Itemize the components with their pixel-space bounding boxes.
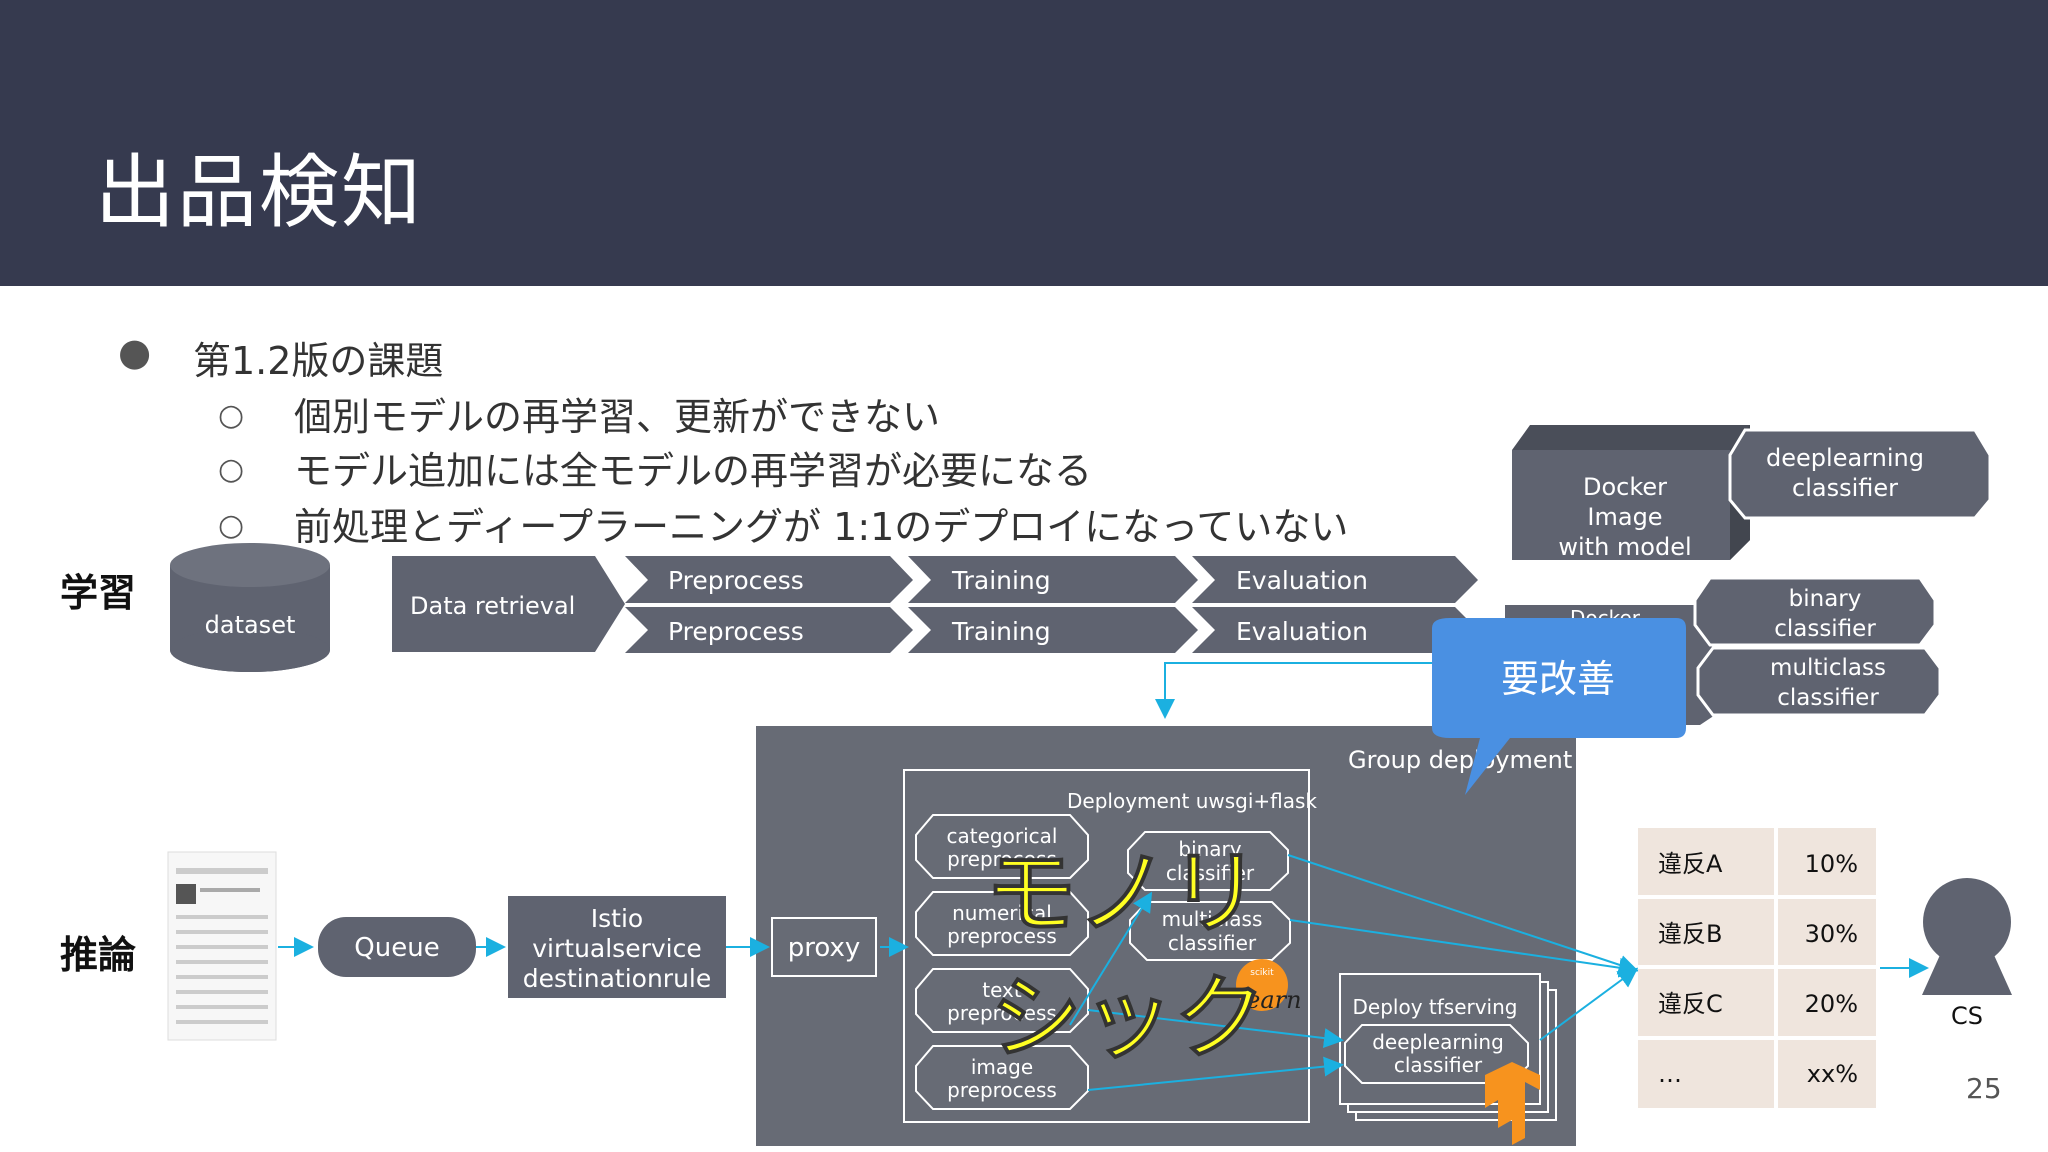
sub-bullet-mark: ○	[218, 398, 245, 433]
deploy-arrow	[1155, 662, 1470, 719]
clf-multiclass-2: classifier	[1168, 931, 1257, 955]
dataset-label: dataset	[205, 611, 296, 639]
svg-text:learn: learn	[1238, 986, 1301, 1014]
clf-multiclass-1: multiclass	[1162, 907, 1263, 931]
prep-numerical-1: numerical	[952, 901, 1052, 925]
callout-text: 要改善	[1501, 657, 1615, 701]
label-learning: 学習	[60, 571, 137, 615]
result-value-3: 20%	[1805, 990, 1858, 1018]
result-value-4: xx%	[1807, 1060, 1858, 1088]
clf-binary-1: binary	[1178, 837, 1241, 861]
step-training-2: Training	[951, 617, 1051, 646]
result-value-1: 10%	[1805, 850, 1858, 878]
sub-bullet-1: 個別モデルの再学習、更新ができない	[294, 395, 941, 439]
group-deployment-label: Group deployment	[1348, 746, 1572, 774]
sub-bullet-3: 前処理とディープラーニングが 1:1のデプロイになっていない	[294, 505, 1349, 549]
docker-image-top: Docker Image with model deeplearning cla…	[1512, 425, 1992, 561]
deployment-label: Deployment uwsgi+flask	[1067, 789, 1317, 813]
prep-categorical-1: categorical	[947, 824, 1058, 848]
sub-bullet-mark: ○	[218, 452, 245, 487]
tfserving-label: Deploy tfserving	[1353, 995, 1518, 1019]
results-table: 違反A 10% 違反B 30% 違反C 20% … xx%	[1638, 828, 1876, 1108]
result-value-2: 30%	[1805, 920, 1858, 948]
internal-arrows	[880, 854, 1929, 1091]
svg-text:scikit: scikit	[1250, 968, 1274, 978]
deployment-classifiers: binary classifier multiclass classifier	[1127, 831, 1291, 961]
preprocessor-nodes: categorical preprocess numerical preproc…	[915, 814, 1089, 1110]
data-retrieval-label: Data retrieval	[410, 592, 575, 620]
tensorflow-logo-icon	[1485, 1062, 1540, 1145]
slide-title: 出品検知	[95, 146, 423, 239]
prep-text-1: text	[982, 978, 1022, 1002]
clf-binary-2: classifier	[1166, 861, 1255, 885]
overlay-line-1: モノリ	[985, 840, 1261, 947]
result-label-3: 違反C	[1658, 990, 1723, 1018]
inference-flow: Queue Istio virtualservice destinationru…	[278, 896, 877, 998]
docker-label-line3: with model	[1558, 533, 1691, 561]
improvement-callout: 要改善	[1432, 618, 1686, 795]
sub-bullet-mark: ○	[218, 508, 245, 543]
tf-classifier-1: deeplearning	[1372, 1030, 1504, 1054]
multiclass-classifier-top-2: classifier	[1777, 685, 1879, 711]
docker-label-line2: Image	[1587, 503, 1662, 531]
docker-label-line1: Docker	[1583, 473, 1667, 501]
pipeline-row-2: Preprocess Training Evaluation	[625, 607, 1478, 653]
cs-label: CS	[1951, 1002, 1983, 1030]
binary-classifier-top-2: classifier	[1774, 616, 1876, 642]
tf-classifier-2: classifier	[1394, 1053, 1483, 1077]
prep-text-2: preprocess	[947, 1001, 1057, 1025]
prep-categorical-2: preprocess	[947, 847, 1057, 871]
monolithic-overlay: モノリ シック	[985, 840, 1267, 1073]
result-label-4: …	[1658, 1060, 1682, 1088]
proxy-label: proxy	[788, 933, 861, 963]
step-evaluation-2: Evaluation	[1236, 617, 1368, 646]
prep-image-1: image	[971, 1055, 1033, 1079]
dataset-cylinder: dataset	[170, 543, 330, 672]
data-retrieval-step: Data retrieval	[392, 556, 625, 652]
step-training-1: Training	[951, 566, 1051, 595]
step-preprocess-2: Preprocess	[668, 617, 804, 646]
prep-image-2: preprocess	[947, 1078, 1057, 1102]
prep-numerical-2: preprocess	[947, 924, 1057, 948]
app-screenshot-image	[167, 851, 277, 1041]
person-icon: CS	[1922, 878, 2012, 1030]
bullet-main: 第1.2版の課題	[193, 339, 444, 383]
bullet-dot: ●	[118, 330, 152, 374]
dl-classifier-top-1: deeplearning	[1766, 444, 1924, 472]
binary-classifier-top-1: binary	[1789, 586, 1862, 612]
istio-label-1: Istio	[591, 904, 643, 933]
queue-label: Queue	[354, 933, 439, 963]
sub-bullet-2: モデル追加には全モデルの再学習が必要になる	[294, 449, 1093, 493]
pipeline-row-1: Preprocess Training Evaluation	[625, 556, 1478, 603]
result-label-2: 違反B	[1658, 920, 1722, 948]
istio-label-2: virtualservice	[532, 934, 701, 963]
overlay-line-2: シック	[990, 965, 1266, 1072]
step-preprocess-1: Preprocess	[668, 566, 804, 595]
dl-classifier-top-2: classifier	[1792, 474, 1898, 502]
sklearn-logo-icon: scikit learn	[1236, 959, 1302, 1014]
istio-label-3: destinationrule	[523, 964, 712, 993]
page-number: 25	[1966, 1072, 2002, 1105]
label-inference: 推論	[60, 933, 137, 977]
result-label-1: 違反A	[1658, 850, 1723, 878]
multiclass-classifier-top-1: multiclass	[1770, 655, 1886, 681]
step-evaluation-1: Evaluation	[1236, 566, 1368, 595]
slide-header	[0, 0, 2048, 286]
